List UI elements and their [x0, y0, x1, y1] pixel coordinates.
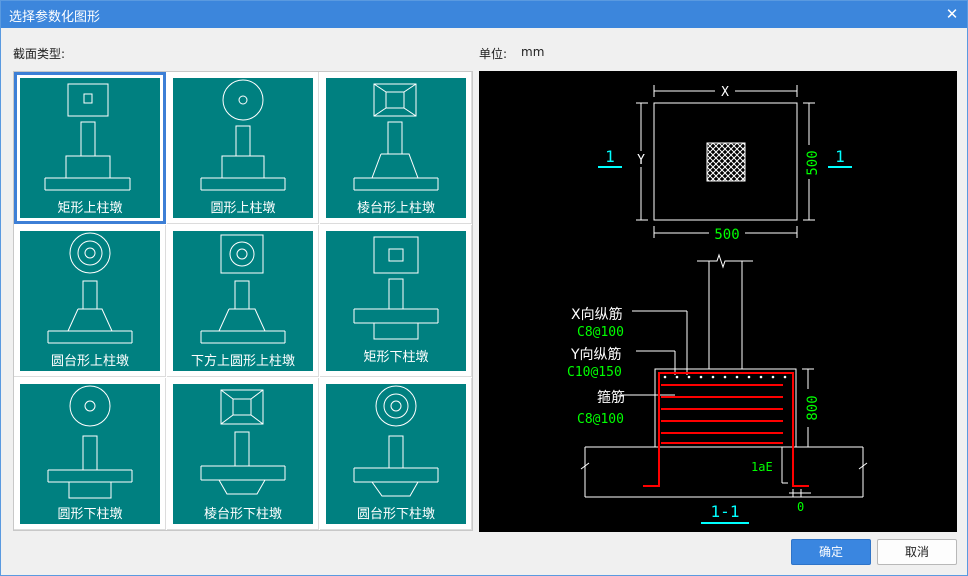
shape-thumbnail: 圆形下柱墩: [20, 384, 160, 524]
shape-label: 矩形下柱墩: [363, 350, 429, 365]
close-icon[interactable]: ✕: [945, 5, 959, 23]
square-round-upper-drawing: [200, 234, 286, 344]
shape-thumbnail: 圆形上柱墩: [173, 78, 313, 218]
shape-option-square-round-upper[interactable]: 下方上圆形上柱墩: [167, 225, 319, 377]
shape-label: 圆形下柱墩: [57, 507, 123, 522]
shape-label: 棱台形上柱墩: [356, 201, 435, 216]
shape-option-frustum-upper[interactable]: 棱台形上柱墩: [320, 72, 472, 224]
stirrup-label: 箍筋: [597, 389, 625, 406]
dim-depth-value: 500: [805, 150, 821, 175]
x-bar-value: C8@100: [577, 325, 624, 340]
shape-thumbnail: 矩形下柱墩: [326, 231, 466, 371]
section-mark-left: 1: [605, 147, 615, 166]
shape-thumbnail: 棱台形上柱墩: [326, 78, 466, 218]
shape-label: 圆形上柱墩: [210, 201, 276, 216]
shape-grid: 矩形上柱墩 圆形上柱墩: [13, 71, 473, 531]
shape-option-round-frustum-lower[interactable]: 圆台形下柱墩: [320, 378, 472, 530]
shape-option-rect-lower[interactable]: 矩形下柱墩: [320, 225, 472, 377]
dim-width-value: 500: [714, 227, 739, 243]
rebar-lines: [643, 372, 809, 487]
shape-label: 下方上圆形上柱墩: [190, 354, 295, 369]
stirrup-value: C8@100: [577, 412, 624, 427]
x-bar-label: X向纵筋: [571, 306, 623, 323]
height-value: 800: [805, 395, 821, 420]
rect-upper-drawing: [44, 83, 131, 191]
unit-value: mm: [521, 45, 545, 59]
circle-upper-drawing: [200, 79, 286, 191]
title-bar: 选择参数化图形 ✕: [1, 1, 967, 28]
shape-thumbnail: 棱台形下柱墩: [173, 384, 313, 524]
zero-label: 0: [797, 500, 804, 514]
dialog-title: 选择参数化图形: [9, 10, 101, 25]
section-type-label: 截面类型:: [13, 47, 66, 61]
circle-lower-drawing: [47, 385, 133, 499]
cancel-button[interactable]: 取消: [877, 539, 957, 565]
preview-panel: X Y 500 500 1 1: [479, 71, 957, 532]
shape-label: 圆台形上柱墩: [50, 354, 129, 369]
shape-thumbnail: 矩形上柱墩: [20, 78, 160, 218]
dim-x-label: X: [721, 85, 729, 100]
dim-y-label: Y: [637, 153, 645, 168]
section-title: 1-1: [711, 502, 740, 521]
section-view: [580, 253, 868, 498]
shape-option-rect-upper[interactable]: 矩形上柱墩: [14, 72, 166, 224]
unit-label: 单位:: [479, 47, 508, 61]
shape-option-round-frustum-upper[interactable]: 圆台形上柱墩: [14, 225, 166, 377]
ok-button[interactable]: 确定: [791, 539, 871, 565]
frustum-upper-drawing: [353, 83, 439, 191]
shape-option-frustum-lower[interactable]: 棱台形下柱墩: [167, 378, 319, 530]
rebar-dots: [663, 375, 787, 379]
shape-thumbnail: 下方上圆形上柱墩: [173, 231, 313, 371]
y-bar-label: Y向纵筋: [570, 346, 622, 363]
shape-option-circle-lower[interactable]: 圆形下柱墩: [14, 378, 166, 530]
shape-thumbnail: 圆台形下柱墩: [326, 384, 466, 524]
hatch-column: [706, 142, 746, 182]
rect-lower-drawing: [353, 236, 439, 340]
shape-label: 矩形上柱墩: [57, 201, 123, 216]
anchor-label: 1aE: [751, 460, 773, 474]
shape-thumbnail: 圆台形上柱墩: [20, 231, 160, 371]
round-frustum-upper-drawing: [47, 232, 133, 344]
preview-drawing: X Y 500 500 1 1: [567, 85, 868, 524]
shape-option-circle-upper[interactable]: 圆形上柱墩: [167, 72, 319, 224]
y-bar-value: C10@150: [567, 365, 622, 380]
section-mark-right: 1: [835, 147, 845, 166]
shape-label: 棱台形下柱墩: [203, 507, 282, 522]
round-frustum-lower-drawing: [353, 385, 439, 497]
shape-label: 圆台形下柱墩: [356, 507, 435, 522]
frustum-lower-drawing: [200, 389, 286, 495]
plan-view: [636, 85, 815, 238]
